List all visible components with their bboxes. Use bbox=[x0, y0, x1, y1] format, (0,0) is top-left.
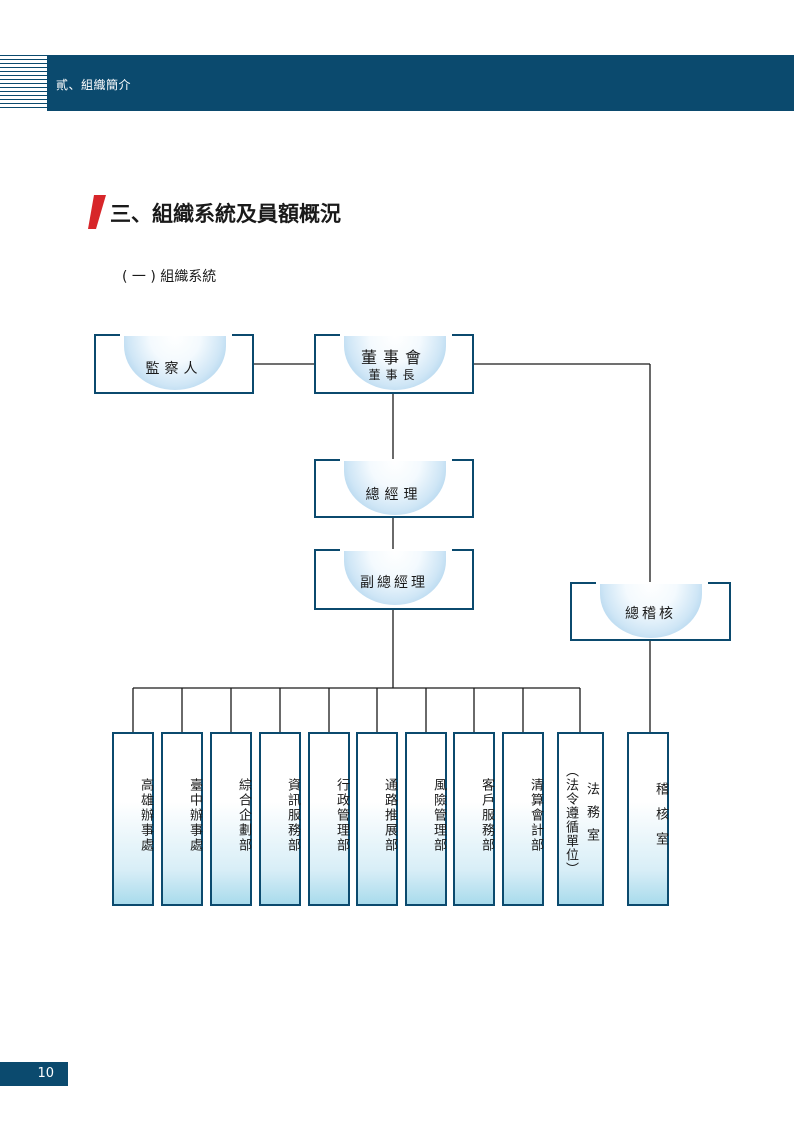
page-title: 三、組織系統及員額概況 bbox=[110, 202, 341, 226]
general-manager-box: 總經理 bbox=[314, 459, 474, 518]
deputy-general-manager-label: 副總經理 bbox=[360, 575, 428, 591]
dept-label: 客戶服務部 bbox=[479, 778, 494, 853]
header-section-label: 貳、組織簡介 bbox=[56, 78, 132, 92]
supervisor-box: 監察人 bbox=[94, 334, 254, 394]
dept-label: 風險管理部 bbox=[431, 778, 446, 853]
header-stripes bbox=[0, 55, 47, 111]
dept-label: 通路推展部 bbox=[382, 778, 397, 853]
dept-label: 稽核室 bbox=[653, 782, 668, 857]
dept-label: 行政管理部 bbox=[334, 778, 349, 853]
dept-customer-service: 客戶服務部 bbox=[453, 732, 495, 906]
header-bar bbox=[47, 55, 794, 111]
legal-main-label: 法務室 bbox=[584, 782, 599, 851]
dept-label: 臺中辦事處 bbox=[187, 778, 202, 853]
legal-compliance-note: （法令遵循單位） bbox=[563, 764, 578, 876]
dept-label: 資訊服務部 bbox=[285, 778, 300, 853]
dept-planning: 綜合企劃部 bbox=[210, 732, 252, 906]
deputy-general-manager-box: 副總經理 bbox=[314, 549, 474, 610]
dept-it-services: 資訊服務部 bbox=[259, 732, 301, 906]
dept-legal-office: 法務室 （法令遵循單位） bbox=[557, 732, 604, 906]
dept-administration: 行政管理部 bbox=[308, 732, 350, 906]
board-chair-label: 董事長 bbox=[368, 368, 420, 382]
dept-kaohsiung-office: 高雄辦事處 bbox=[112, 732, 154, 906]
dept-taichung-office: 臺中辦事處 bbox=[161, 732, 203, 906]
dept-risk-management: 風險管理部 bbox=[405, 732, 447, 906]
general-manager-label: 總經理 bbox=[365, 487, 423, 503]
dept-label: 綜合企劃部 bbox=[236, 778, 251, 853]
dept-label: 清算會計部 bbox=[528, 778, 543, 853]
page-number: 10 bbox=[0, 1062, 68, 1086]
title-flag-icon bbox=[88, 195, 106, 229]
chief-auditor-box: 總稽核 bbox=[570, 582, 731, 641]
section-subtitle: ( 一 ) 組織系統 bbox=[122, 269, 217, 285]
board-box: 董事會 董事長 bbox=[314, 334, 474, 394]
supervisor-label: 監察人 bbox=[145, 361, 203, 377]
dept-channel-development: 通路推展部 bbox=[356, 732, 398, 906]
dept-audit-office: 稽核室 bbox=[627, 732, 669, 906]
chief-auditor-label: 總稽核 bbox=[625, 606, 676, 622]
dept-label: 高雄辦事處 bbox=[138, 778, 153, 853]
dept-clearing-accounting: 清算會計部 bbox=[502, 732, 544, 906]
board-label: 董事會 bbox=[360, 348, 427, 367]
